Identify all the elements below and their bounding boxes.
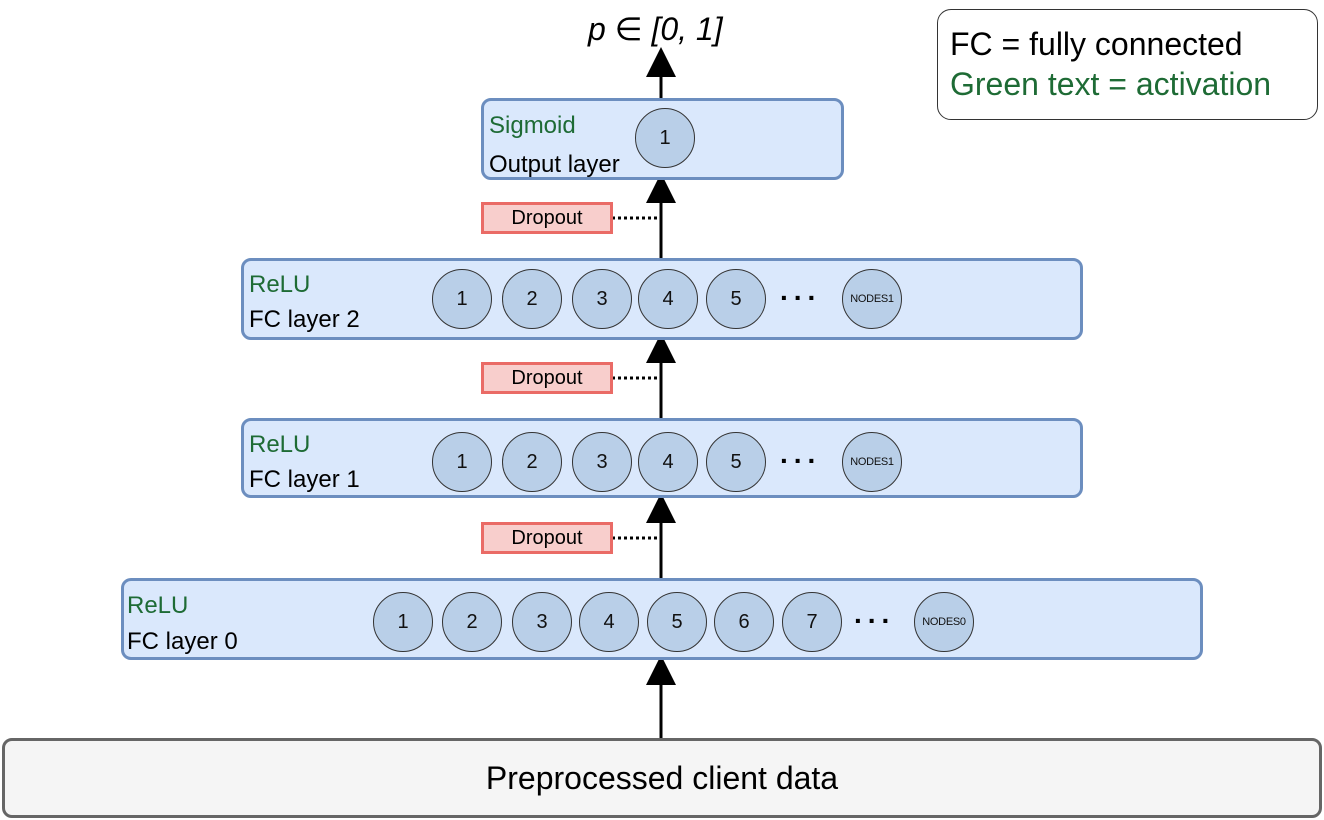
dropout-box-0: Dropout	[481, 522, 613, 554]
fc1-node-last: NODES1	[842, 432, 902, 492]
fc2-ellipsis: ...	[780, 275, 822, 306]
fc1-ellipsis: ...	[780, 438, 822, 469]
fc2-node-1: 1	[432, 269, 492, 329]
fc-layer-2-box: ReLU FC layer 2 1 2 3 4 5 ... NODES1	[241, 258, 1083, 340]
fc0-node-4: 4	[579, 592, 639, 652]
output-probability-label: p ∈ [0, 1]	[588, 11, 723, 47]
fc2-node-4: 4	[638, 269, 698, 329]
fc0-node-1: 1	[373, 592, 433, 652]
fc1-node-3: 3	[572, 432, 632, 492]
fc2-node-5: 5	[706, 269, 766, 329]
fc1-node-4: 4	[638, 432, 698, 492]
fc1-node-2: 2	[502, 432, 562, 492]
fc2-node-3: 3	[572, 269, 632, 329]
fc0-node-2: 2	[442, 592, 502, 652]
dropout-box-1: Dropout	[481, 362, 613, 394]
output-layer-box: Sigmoid Output layer 1	[481, 98, 844, 180]
fc2-activation-label: ReLU	[249, 271, 311, 298]
fc0-node-5: 5	[647, 592, 707, 652]
fc2-node-last: NODES1	[842, 269, 902, 329]
fc1-activation-label: ReLU	[249, 431, 311, 458]
legend-line-fc: FC = fully connected	[950, 26, 1243, 62]
fc-layer-1-box: ReLU FC layer 1 1 2 3 4 5 ... NODES1	[241, 418, 1083, 498]
legend-box: FC = fully connected Green text = activa…	[937, 9, 1318, 120]
fc0-node-3: 3	[512, 592, 572, 652]
fc-layer-0-box: ReLU FC layer 0 1 2 3 4 5 6 7 ... NODES0	[121, 578, 1203, 660]
output-node-1: 1	[635, 108, 695, 168]
fc2-layer-name: FC layer 2	[249, 306, 360, 333]
fc0-node-6: 6	[714, 592, 774, 652]
input-data-box: Preprocessed client data	[2, 738, 1322, 818]
fc1-layer-name: FC layer 1	[249, 466, 360, 493]
fc0-node-7: 7	[782, 592, 842, 652]
output-layer-name: Output layer	[489, 151, 620, 178]
legend-line-activation: Green text = activation	[950, 66, 1272, 102]
fc0-ellipsis: ...	[854, 598, 896, 629]
fc1-node-5: 5	[706, 432, 766, 492]
fc1-node-1: 1	[432, 432, 492, 492]
fc0-node-last: NODES0	[914, 592, 974, 652]
dropout-box-2: Dropout	[481, 202, 613, 234]
fc2-node-2: 2	[502, 269, 562, 329]
fc0-activation-label: ReLU	[127, 592, 189, 619]
fc0-layer-name: FC layer 0	[127, 628, 238, 655]
input-data-label: Preprocessed client data	[485, 759, 839, 796]
output-activation-label: Sigmoid	[489, 112, 576, 139]
